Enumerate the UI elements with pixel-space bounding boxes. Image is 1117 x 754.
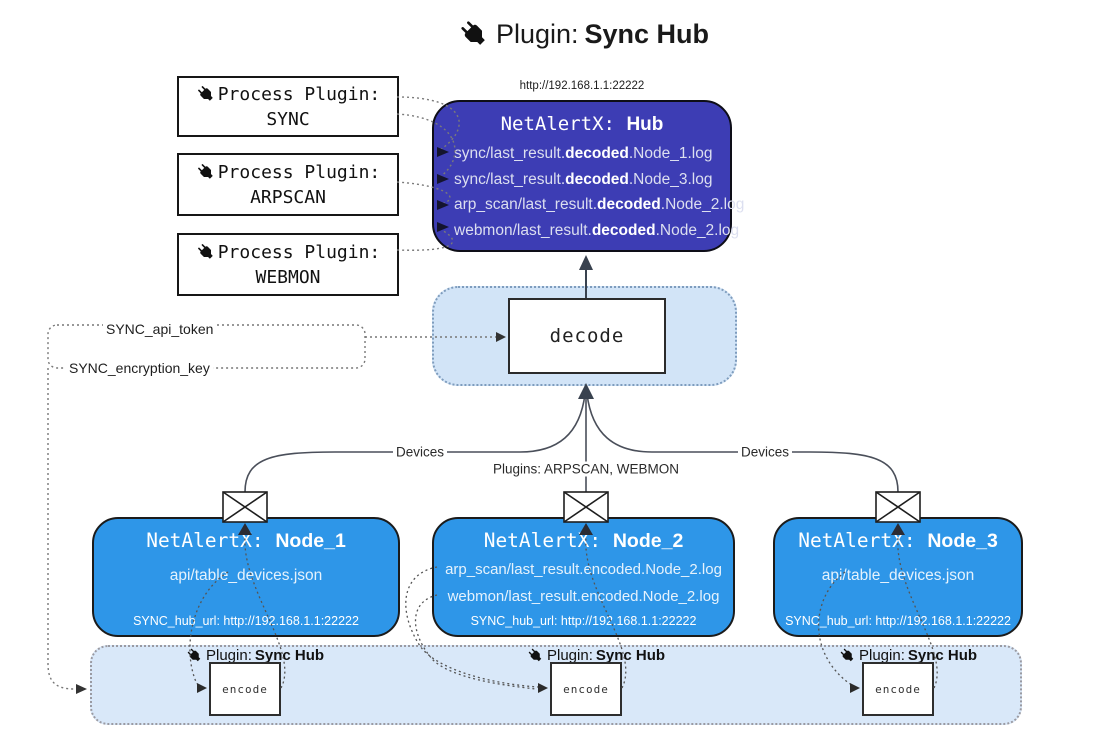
- hub-box: NetAlertX: Hub sync/last_result.decoded.…: [432, 100, 745, 252]
- plug-icon: [196, 162, 215, 181]
- hub-log-list: sync/last_result.decoded.Node_1.log sync…: [434, 141, 745, 243]
- node-file: arp_scan/last_result.encoded.Node_2.log: [445, 561, 722, 578]
- node-3-box: NetAlertX: Node_3 api/table_devices.json…: [773, 517, 1023, 637]
- plug-icon: [839, 647, 856, 664]
- process-plugin-label: Process Plugin:: [217, 83, 381, 105]
- plug-icon: [196, 84, 215, 103]
- plug-icon: [196, 242, 215, 261]
- hub-log-line: sync/last_result.decoded.Node_3.log: [454, 170, 713, 188]
- node-hub-url: SYNC_hub_url: http://192.168.1.1:22222: [133, 614, 359, 628]
- page-title-bold: Sync Hub: [584, 18, 710, 49]
- node-title: NetAlertX: Node_3: [798, 529, 998, 552]
- plug-icon: [527, 647, 544, 664]
- hub-log-line: webmon/last_result.decoded.Node_2.log: [454, 221, 740, 239]
- node-title: NetAlertX: Node_2: [483, 529, 684, 552]
- node-file: webmon/last_result.encoded.Node_2.log: [447, 588, 720, 605]
- plug-icon: [458, 18, 489, 49]
- page-title-prefix: Plugin:: [495, 18, 579, 49]
- page-title: Plugin: Sync Hub: [0, 18, 1117, 57]
- hub-url-label: http://192.168.1.1:22222: [519, 80, 645, 92]
- process-plugin-name: SYNC: [266, 108, 310, 130]
- node-file: api/table_devices.json: [169, 567, 323, 584]
- encode-box-3: encode: [862, 662, 934, 716]
- hub-title: NetAlertX: Hub: [434, 113, 730, 136]
- decode-box: decode: [508, 298, 666, 374]
- hub-log-line: arp_scan/last_result.decoded.Node_2.log: [454, 196, 745, 213]
- node-title: NetAlertX: Node_1: [146, 529, 346, 552]
- process-plugin-name: ARPSCAN: [250, 186, 326, 208]
- node-1-box: NetAlertX: Node_1 api/table_devices.json…: [92, 517, 400, 637]
- hub-title-bold: Hub: [626, 114, 664, 135]
- node-hub-url: SYNC_hub_url: http://192.168.1.1:22222: [785, 614, 1011, 628]
- plug-icon: [186, 647, 203, 664]
- process-plugin-label: Process Plugin:: [217, 161, 381, 183]
- process-plugin-label: Process Plugin:: [217, 241, 381, 263]
- process-plugin-webmon: Process Plugin: WEBMON: [177, 233, 399, 296]
- encode-box-1: encode: [209, 662, 281, 716]
- process-plugin-name: WEBMON: [255, 266, 321, 288]
- hub-title-mono: NetAlertX:: [500, 113, 627, 135]
- process-plugin-sync: Process Plugin: SYNC: [177, 76, 399, 137]
- node-2-box: NetAlertX: Node_2 arp_scan/last_result.e…: [432, 517, 735, 637]
- process-plugin-arpscan: Process Plugin: ARPSCAN: [177, 153, 399, 216]
- hub-log-line: sync/last_result.decoded.Node_1.log: [454, 145, 713, 162]
- encode-box-2: encode: [550, 662, 622, 716]
- node-file: api/table_devices.json: [821, 567, 975, 584]
- node-hub-url: SYNC_hub_url: http://192.168.1.1:22222: [470, 614, 697, 628]
